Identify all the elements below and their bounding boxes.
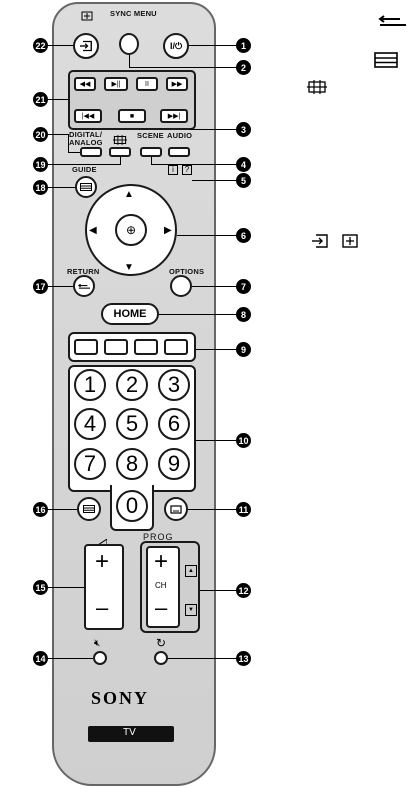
dpad-ok-button[interactable]: ⊕ <box>115 214 147 246</box>
callout-16: 16 <box>33 502 48 517</box>
callout-18: 18 <box>33 180 48 195</box>
number-6-button[interactable]: 6 <box>158 408 190 440</box>
power-button[interactable]: I/⏻ <box>163 33 189 59</box>
sync-menu-button[interactable] <box>119 33 139 55</box>
prog-label: PROG <box>143 532 174 542</box>
callout-5: 5 <box>236 173 251 188</box>
callout-21: 21 <box>33 92 48 107</box>
callout-13: 13 <box>236 651 251 666</box>
input-icon <box>311 233 329 249</box>
audio-button[interactable] <box>168 147 190 157</box>
return-arrow-icon <box>378 13 406 27</box>
callout-20: 20 <box>33 127 48 142</box>
green-button[interactable] <box>104 339 128 355</box>
digital-analog-button[interactable] <box>80 147 102 157</box>
callout-11: 11 <box>236 502 251 517</box>
callout-19: 19 <box>33 157 48 172</box>
red-button[interactable] <box>74 339 98 355</box>
input-icon <box>80 40 92 52</box>
return-arrow-icon <box>78 283 90 289</box>
wide-label-icon <box>113 132 127 150</box>
pause-button[interactable]: II <box>136 77 158 91</box>
callout-10: 10 <box>236 433 251 448</box>
info-icon: i <box>168 165 178 175</box>
scene-label: SCENE <box>137 131 164 140</box>
callout-14: 14 <box>33 651 48 666</box>
input-hold-icon <box>341 233 359 249</box>
channel-rocker[interactable] <box>146 546 180 628</box>
scene-button[interactable] <box>140 147 162 157</box>
page-down-icon: ▼ <box>185 604 197 616</box>
dpad-left-arrow[interactable]: ◀ <box>89 225 97 236</box>
mute-icon: 🔇︎ <box>94 638 101 649</box>
channel-up-button[interactable]: + <box>154 548 169 575</box>
volume-up-button[interactable]: + <box>95 548 110 575</box>
callout-4: 4 <box>236 157 251 172</box>
previous-button[interactable]: |◀◀ <box>74 109 102 123</box>
reveal-icon: ? <box>182 165 192 175</box>
teletext-button[interactable] <box>77 497 101 521</box>
ch-label: CH <box>155 581 167 590</box>
number-4-button[interactable]: 4 <box>74 408 106 440</box>
stop-button[interactable]: ■ <box>118 109 146 123</box>
volume-down-button[interactable]: – <box>96 595 109 620</box>
number-7-button[interactable]: 7 <box>74 448 106 480</box>
return-button[interactable] <box>73 275 95 297</box>
callout-6: 6 <box>236 228 251 243</box>
dpad-down-arrow[interactable]: ▼ <box>124 262 134 273</box>
digital-analog-label: DIGITAL/ANALOG <box>69 130 103 147</box>
callout-22: 22 <box>33 38 48 53</box>
next-button[interactable]: ▶▶| <box>160 109 188 123</box>
number-8-button[interactable]: 8 <box>116 448 148 480</box>
yellow-button[interactable] <box>134 339 158 355</box>
home-button[interactable]: HOME <box>101 303 159 325</box>
number-1-button[interactable]: 1 <box>74 369 106 401</box>
guide-button[interactable] <box>75 176 97 198</box>
input-button[interactable] <box>73 33 99 59</box>
sync-menu-label: SYNC MENU <box>110 9 157 18</box>
options-label: OPTIONS <box>169 267 205 276</box>
tv-badge <box>88 726 174 742</box>
callout-2: 2 <box>236 60 251 75</box>
page-up-icon: ▲ <box>185 565 197 577</box>
callout-1: 1 <box>236 38 251 53</box>
channel-down-button[interactable]: – <box>155 595 168 620</box>
rewind-button[interactable]: ◀◀ <box>74 77 96 91</box>
volume-rocker[interactable] <box>84 544 124 630</box>
mute-button[interactable] <box>93 651 107 665</box>
callout-17: 17 <box>33 279 48 294</box>
options-button[interactable] <box>170 275 192 297</box>
number-3-button[interactable]: 3 <box>158 369 190 401</box>
teletext-icon <box>83 505 95 513</box>
text-icon <box>374 52 398 68</box>
input-label-icon <box>81 8 93 21</box>
subtitle-icon <box>170 504 182 514</box>
number-2-button[interactable]: 2 <box>116 369 148 401</box>
callout-7: 7 <box>236 279 251 294</box>
blue-button[interactable] <box>164 339 188 355</box>
dpad-up-arrow[interactable]: ▲ <box>124 189 134 200</box>
audio-label: AUDIO <box>167 131 193 140</box>
tv-label: TV <box>123 727 136 738</box>
return-label: RETURN <box>67 267 100 276</box>
callout-15: 15 <box>33 580 48 595</box>
callout-3: 3 <box>236 122 251 137</box>
number-5-button[interactable]: 5 <box>116 408 148 440</box>
guide-label: GUIDE <box>72 165 97 174</box>
jump-icon: ↻ <box>156 636 167 650</box>
play-button[interactable]: ▶|| <box>104 77 128 91</box>
brand-logo: SONY <box>91 688 150 708</box>
wide-button[interactable] <box>109 147 131 157</box>
callout-8: 8 <box>236 307 251 322</box>
callout-12: 12 <box>236 583 251 598</box>
callout-9: 9 <box>236 342 251 357</box>
subtitle-button[interactable] <box>164 497 188 521</box>
wide-icon <box>307 80 327 94</box>
number-0-button[interactable]: 0 <box>116 490 148 522</box>
fast-forward-button[interactable]: ▶▶ <box>166 77 188 91</box>
number-9-button[interactable]: 9 <box>158 448 190 480</box>
guide-icon <box>80 183 92 191</box>
dpad-right-arrow[interactable]: ▶ <box>164 225 172 236</box>
jump-button[interactable] <box>154 651 168 665</box>
